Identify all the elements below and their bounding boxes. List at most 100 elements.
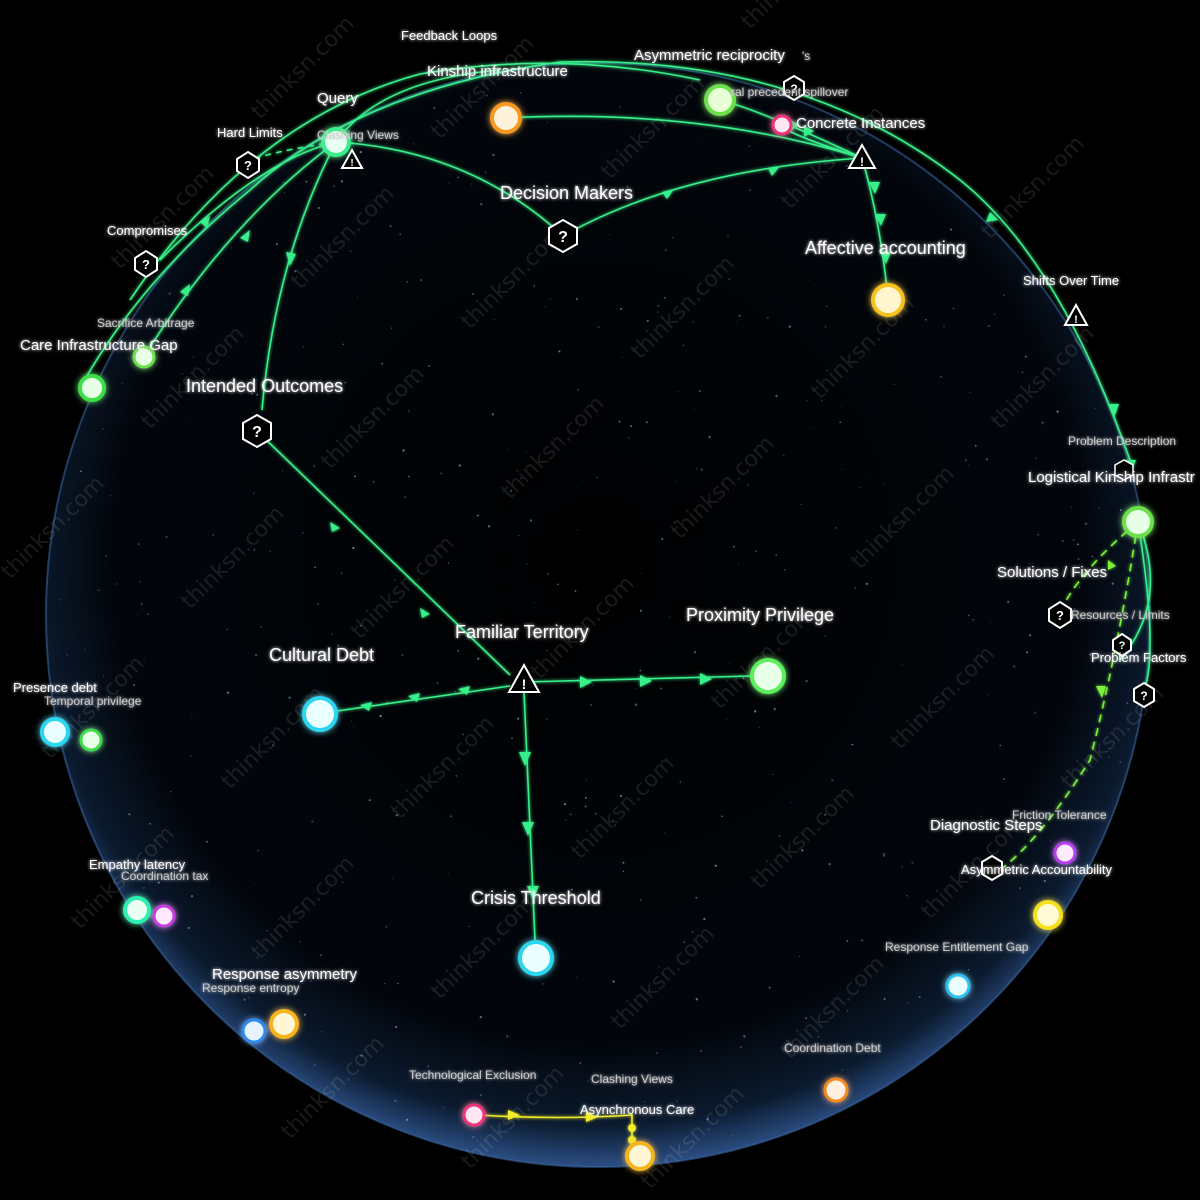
star [351, 720, 353, 722]
coordination-tax-node[interactable] [152, 904, 176, 928]
solutions-question-icon[interactable]: ? [1048, 600, 1072, 630]
query-warning-icon[interactable]: ! [340, 147, 364, 169]
sacrifice-arbitrage-node[interactable] [132, 345, 156, 369]
feedback-question-icon[interactable]: ? [783, 74, 805, 102]
star [845, 165, 848, 168]
star [385, 926, 388, 928]
star [906, 894, 909, 897]
response-entropy-node[interactable] [241, 1018, 267, 1044]
star [231, 247, 233, 249]
star [372, 480, 375, 483]
friction-tolerance-node[interactable] [1053, 841, 1077, 865]
star [252, 492, 255, 495]
star [1129, 654, 1131, 656]
response-entitlement-gap-node[interactable] [945, 973, 971, 999]
svg-text:!: ! [1074, 314, 1078, 326]
star [454, 690, 456, 693]
label-response-asymmetry: Response asymmetry [212, 966, 358, 983]
label-diagnostic-steps: Diagnostic Steps [930, 817, 1043, 834]
star [354, 475, 356, 478]
temporal-privilege-node[interactable] [79, 728, 103, 752]
star [619, 106, 621, 108]
star [907, 1002, 909, 1004]
response-asymmetry-node[interactable] [269, 1009, 299, 1039]
star [302, 346, 304, 348]
technological-exclusion-node[interactable] [462, 1103, 486, 1127]
label-coordination-debt: Coordination Debt [784, 1041, 881, 1055]
star [1013, 665, 1016, 668]
star [558, 350, 561, 353]
star [402, 449, 405, 452]
star [851, 743, 854, 746]
star [272, 744, 274, 746]
empathy-latency-node[interactable] [123, 896, 151, 924]
familiar-territory-warning-icon[interactable]: ! [507, 662, 541, 693]
star [256, 393, 258, 396]
concrete-instances-warning-icon[interactable]: ! [847, 142, 877, 169]
star [428, 365, 431, 367]
star [925, 319, 927, 321]
edge-arrows [869, 182, 891, 264]
hard-limits-question-icon[interactable]: ? [236, 150, 260, 180]
crisis-threshold-node[interactable] [518, 940, 554, 976]
label-compromises: Compromises [107, 223, 188, 238]
star [904, 520, 907, 523]
star [1126, 702, 1129, 705]
cultural-debt-node[interactable] [302, 696, 338, 732]
asymmetric-accountability-node[interactable] [1033, 900, 1063, 930]
star [546, 572, 549, 575]
star [806, 399, 808, 402]
edge-logistical-to-diagnostic [999, 521, 1139, 871]
resources-question-icon[interactable]: ? [1112, 632, 1132, 658]
kinship-infrastructure-node[interactable] [490, 102, 522, 134]
asymmetric-reciprocity-node[interactable] [704, 84, 736, 116]
edge-query-to-compromises [159, 141, 337, 261]
decision-makers-question-icon[interactable]: ? [548, 218, 578, 254]
star [590, 704, 593, 707]
star [805, 680, 808, 683]
asynchronous-care-node[interactable] [625, 1141, 655, 1171]
star [981, 656, 983, 658]
shifts-over-time-warning-icon[interactable]: ! [1063, 302, 1089, 326]
label-cultural-debt: Cultural Debt [269, 645, 374, 665]
star [594, 812, 597, 815]
intended-outcomes-question-icon[interactable]: ? [242, 413, 272, 449]
query-node[interactable] [321, 127, 351, 157]
star [725, 718, 728, 720]
star [656, 1052, 658, 1054]
moral-precedent-node[interactable] [771, 114, 793, 136]
star [305, 180, 308, 183]
star [682, 344, 685, 347]
star [1077, 543, 1080, 546]
star [1026, 651, 1029, 654]
star [257, 849, 259, 852]
care-infrastructure-gap-node[interactable] [78, 374, 106, 402]
problem-description-hex-icon[interactable] [1114, 459, 1134, 481]
diagnostic-hex-icon[interactable] [981, 854, 1003, 882]
star [381, 362, 383, 365]
presence-debt-node[interactable] [40, 717, 70, 747]
star [911, 861, 914, 864]
star [1049, 840, 1052, 842]
star [447, 562, 450, 564]
star [391, 327, 393, 329]
compromises-question-icon[interactable]: ? [134, 249, 158, 279]
logistical-kinship-node[interactable] [1122, 506, 1154, 538]
star [831, 163, 833, 165]
coordination-debt-node[interactable] [823, 1077, 849, 1103]
problem-factors-question-icon[interactable]: ? [1133, 681, 1155, 709]
star [283, 192, 285, 194]
star [990, 621, 992, 623]
label-technological-exclusion: Technological Exclusion [409, 1068, 536, 1082]
star [455, 775, 458, 777]
star [1002, 294, 1005, 297]
star [533, 285, 536, 287]
star [639, 609, 642, 612]
proximity-privilege-node[interactable] [750, 658, 786, 694]
affective-accounting-node[interactable] [871, 283, 905, 317]
star [985, 458, 988, 461]
star [487, 525, 491, 528]
star [303, 1013, 307, 1016]
star [80, 470, 82, 473]
star [269, 550, 272, 553]
